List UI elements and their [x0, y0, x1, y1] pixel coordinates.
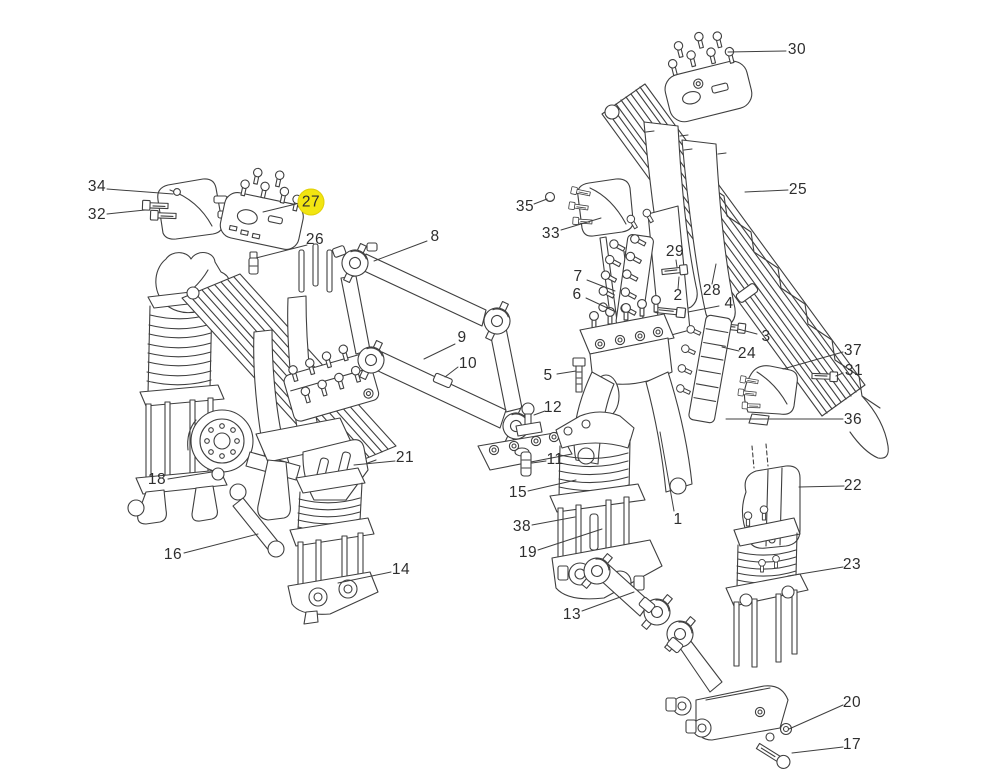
callout-27-highlighted[interactable]: 27: [297, 188, 325, 216]
part-pin-11: [520, 451, 532, 477]
callout-3[interactable]: 3: [761, 328, 771, 345]
callout-37[interactable]: 37: [843, 342, 863, 359]
part-air-spring-14: [287, 467, 379, 625]
part-plate-30: [664, 30, 753, 123]
callout-13[interactable]: 13: [562, 606, 582, 623]
callout-9[interactable]: 9: [457, 329, 467, 346]
part-bolt-5: [572, 357, 586, 393]
callout-25[interactable]: 25: [788, 181, 808, 198]
callout-16[interactable]: 16: [163, 546, 183, 563]
callout-32[interactable]: 32: [87, 206, 107, 223]
callout-10[interactable]: 10: [458, 355, 478, 372]
part-nut-20: [765, 722, 793, 742]
callout-21[interactable]: 21: [395, 449, 415, 466]
callout-4[interactable]: 4: [724, 295, 734, 312]
part-stud-plate-left: [283, 343, 380, 422]
callout-2[interactable]: 2: [673, 287, 683, 304]
callout-23[interactable]: 23: [842, 556, 862, 573]
callout-38[interactable]: 38: [512, 518, 532, 535]
callout-18[interactable]: 18: [147, 471, 167, 488]
part-bolt-17: [755, 742, 791, 769]
callout-17[interactable]: 17: [842, 736, 862, 753]
callout-7[interactable]: 7: [573, 268, 583, 285]
callout-11[interactable]: 11: [546, 451, 564, 468]
callout-5[interactable]: 5: [543, 367, 553, 384]
part-pin-26: [248, 251, 259, 275]
callout-19[interactable]: 19: [518, 544, 538, 561]
part-stud-stack-24: [674, 314, 732, 424]
callout-28[interactable]: 28: [702, 282, 722, 299]
part-link-16: [229, 483, 285, 558]
part-bracket-33-35: [544, 178, 634, 237]
part-bracket-37: [737, 365, 798, 426]
callout-1[interactable]: 1: [673, 511, 683, 528]
callout-22[interactable]: 22: [843, 477, 863, 494]
callout-8[interactable]: 8: [430, 228, 440, 245]
callout-24[interactable]: 24: [737, 345, 757, 362]
part-ball-stud-12: [515, 402, 543, 437]
callout-20[interactable]: 20: [842, 694, 862, 711]
callout-12[interactable]: 12: [543, 399, 563, 416]
part-v-stay: [332, 238, 573, 471]
callout-34[interactable]: 34: [87, 178, 107, 195]
callout-36[interactable]: 36: [843, 411, 863, 428]
callout-31[interactable]: 31: [844, 362, 864, 379]
part-spring-seat-left: [211, 417, 353, 521]
callout-30[interactable]: 30: [787, 41, 807, 58]
callout-6[interactable]: 6: [572, 286, 582, 303]
callout-33[interactable]: 33: [541, 225, 561, 242]
part-torque-rods-13: [573, 546, 723, 693]
callout-15[interactable]: 15: [508, 484, 528, 501]
callout-26[interactable]: 26: [305, 231, 325, 248]
leader-lines: [106, 50, 845, 754]
part-air-spring-23: [725, 505, 809, 668]
part-bracket-bottom-right: [665, 685, 789, 741]
callout-29[interactable]: 29: [665, 243, 685, 260]
callout-35[interactable]: 35: [515, 198, 535, 215]
callout-14[interactable]: 14: [391, 561, 411, 578]
